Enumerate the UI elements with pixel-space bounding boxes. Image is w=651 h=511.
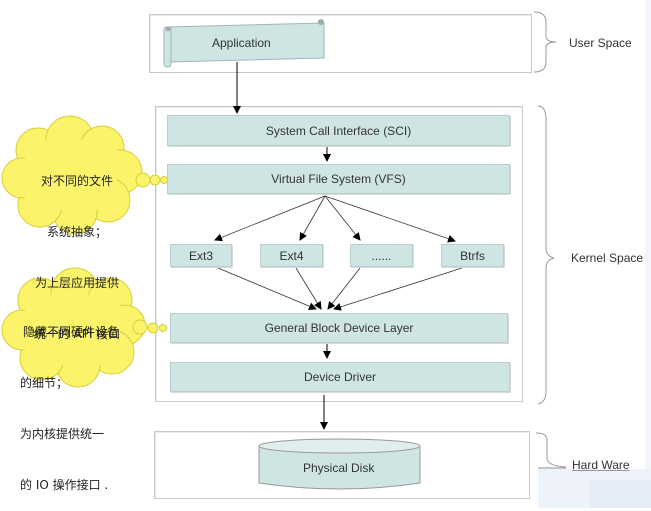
block-layer-block: General Block Device Layer — [170, 313, 508, 343]
fs-block-btrfs: Btrfs — [441, 244, 504, 267]
arrow-ext4-to-block — [295, 267, 322, 310]
arrow-vfs-to-btrfs — [324, 195, 456, 243]
arrow-other-to-block — [327, 267, 361, 310]
physical-disk-cylinder — [258, 438, 421, 490]
arrow-ext3-to-block — [217, 267, 317, 310]
callout-line: 对不同的文件 — [40, 174, 113, 188]
application-scroll — [163, 19, 325, 68]
fs-block-other: ...... — [350, 244, 413, 267]
application-block: Application — [212, 36, 271, 50]
callout-line: 为上层应用提供 — [34, 276, 119, 290]
callout-line: 系统抽象； — [46, 225, 107, 239]
callout-vfs-text: 对不同的文件 系统抽象； 为上层应用提供 统一的 API 接口 — [17, 139, 137, 360]
brace-user-space — [533, 11, 557, 73]
callout-line: 的细节； — [20, 376, 69, 390]
callout-cloud-block-layer — [1, 267, 167, 388]
sci-block: System Call Interface (SCI) — [167, 115, 510, 146]
device-driver-block: Device Driver — [170, 362, 510, 392]
fs-block-ext4: Ext4 — [260, 244, 323, 267]
brace-hardware — [535, 432, 567, 468]
callout-line: 的 IO 操作接口 . — [20, 478, 109, 492]
arrow-vfs-to-ext3 — [214, 195, 326, 242]
callout-line: 为内核提供统一 — [20, 427, 105, 441]
fs-block-ext3: Ext3 — [170, 244, 232, 267]
arrow-vfs-to-ext4 — [299, 195, 326, 241]
brace-kernel-space — [537, 105, 555, 405]
vfs-block: Virtual File System (VFS) — [167, 164, 510, 194]
callout-cloud-vfs — [1, 115, 168, 235]
callout-line: 隐藏不同硬件设备 — [23, 325, 120, 339]
arrow-btrfs-to-block — [333, 267, 463, 311]
physical-disk-label: Physical Disk — [303, 461, 375, 475]
kernel-space-label: Kernel Space — [571, 251, 644, 265]
callout-line: 统一的 API 接口 — [33, 327, 121, 341]
user-space-label: User Space — [569, 36, 632, 50]
callout-block-layer-text: 隐藏不同硬件设备 的细节； 为内核提供统一 的 IO 操作接口 . — [20, 290, 145, 511]
page-edge — [645, 0, 651, 508]
hardware-label: Hard Ware — [572, 458, 630, 472]
arrow-vfs-to-other — [324, 195, 361, 241]
page-corner-shade — [590, 480, 651, 508]
